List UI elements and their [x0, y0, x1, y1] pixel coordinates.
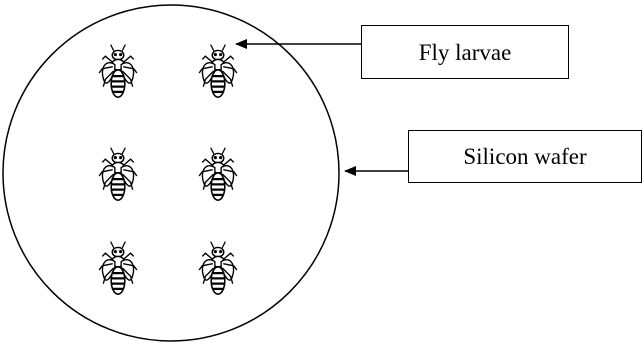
fly-larva-icon	[97, 43, 139, 99]
larvae-group	[97, 43, 239, 296]
silicon-wafer-label: Silicon wafer	[463, 144, 587, 169]
fly-larva-icon	[97, 240, 139, 296]
silicon-wafer-label-box: Silicon wafer	[408, 130, 642, 183]
fly-larvae-label-box: Fly larvae	[361, 25, 569, 79]
fly-larvae-label: Fly larvae	[418, 39, 512, 65]
fly-larva-icon	[197, 146, 239, 202]
fly-larva-icon	[197, 43, 239, 99]
fly-larva-icon	[197, 240, 239, 296]
silicon-wafer-circle	[2, 4, 340, 342]
fly-larva-icon	[97, 146, 139, 202]
